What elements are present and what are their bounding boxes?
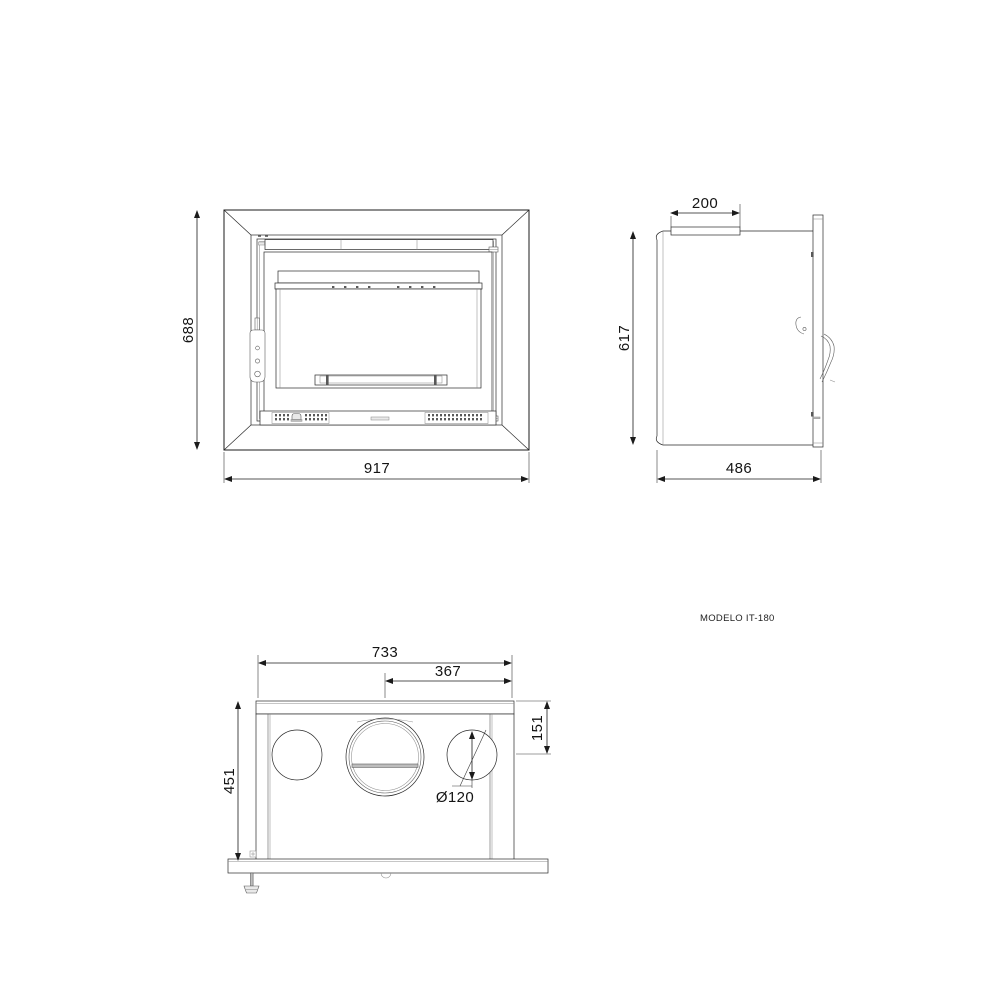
front-glass-panel — [275, 288, 482, 389]
side-dimension-617: 617 — [616, 231, 636, 445]
front-bottom-plinth — [259, 410, 497, 426]
plan-hole-diameter-label: Ø120 — [436, 789, 474, 806]
plan-dimension-733: 733 — [257, 644, 513, 698]
front-right-vent-grille — [424, 412, 489, 424]
side-flue-dim-label: 200 — [692, 195, 718, 212]
plan-base-plate — [227, 858, 549, 879]
front-dimension-917: 917 — [223, 452, 530, 483]
front-height-dim-label: 688 — [180, 317, 197, 343]
plan-dimension-151: 151 — [516, 700, 551, 755]
plan-dimension-367: 367 — [384, 663, 512, 698]
front-left-vent-grille — [271, 412, 330, 424]
plan-top-band — [255, 700, 515, 715]
side-flue-collar — [670, 226, 741, 236]
front-top-trim-bar — [258, 239, 499, 253]
front-top-marker-dots — [258, 235, 268, 237]
side-dimension-200: 200 — [670, 195, 741, 227]
front-dimension-688: 688 — [180, 210, 200, 450]
front-baffle-perforations — [332, 286, 436, 288]
front-upper-baffle — [274, 270, 483, 290]
plan-left-hole — [271, 729, 323, 781]
plan-center-flue-hole — [345, 717, 425, 797]
side-body-profile — [655, 230, 816, 446]
front-elevation-view: 688 917 — [180, 209, 530, 483]
plan-dimension-diameter-120: Ø120 — [436, 729, 487, 806]
plan-center-offset-dim-label: 367 — [435, 663, 461, 680]
plan-width-dim-label: 733 — [372, 644, 398, 661]
side-height-dim-label: 617 — [616, 325, 633, 351]
plan-dimension-451: 451 — [221, 701, 241, 861]
plan-height-dim-label: 451 — [221, 768, 238, 794]
front-width-dim-label: 917 — [364, 460, 390, 477]
side-handle — [795, 316, 836, 383]
front-door-handle-rail — [314, 374, 448, 386]
side-depth-dim-label: 486 — [726, 460, 752, 477]
side-elevation-view: 200 617 486 — [616, 195, 836, 483]
model-label: MODELO IT-180 — [700, 613, 775, 624]
plan-band-height-dim-label: 151 — [529, 715, 546, 741]
top-plan-view: 733 367 451 151 — [221, 644, 551, 894]
front-latch-strip — [249, 317, 266, 383]
side-latch-pins — [811, 252, 821, 419]
side-front-plate — [812, 214, 824, 448]
side-dimension-486: 486 — [656, 450, 822, 483]
plan-adjustable-foot — [243, 850, 260, 894]
